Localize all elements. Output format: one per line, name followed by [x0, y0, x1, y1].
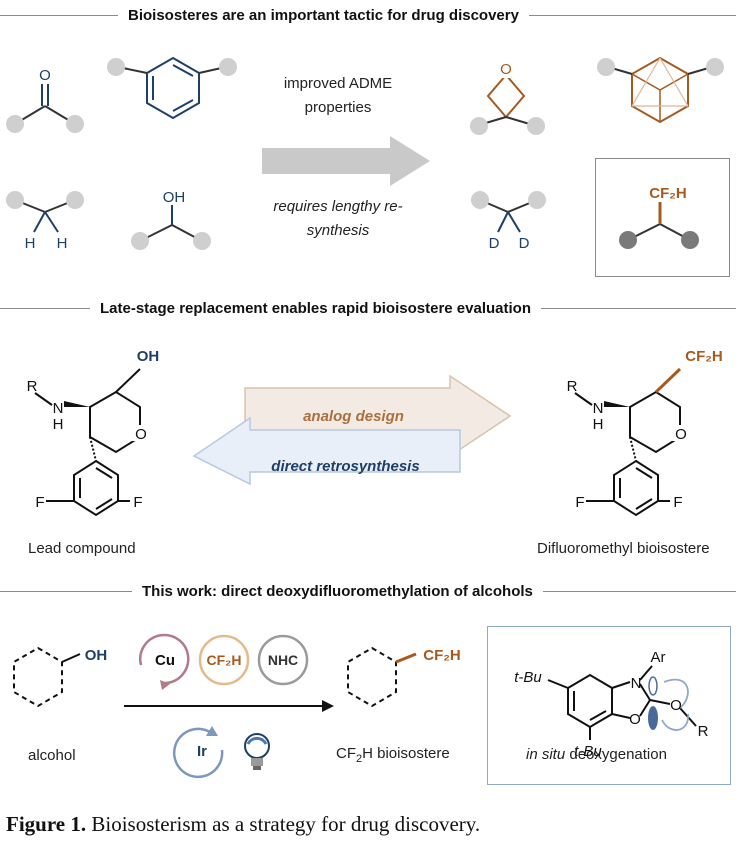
intermediate-oxygen-alkoxy: O: [670, 697, 682, 714]
product-caption: CF2H bioisostere: [336, 745, 450, 765]
copper-label: Cu: [155, 652, 175, 669]
figure-caption: Figure 1. Bioisosterism as a strategy fo…: [6, 812, 480, 837]
oxetane-structure: O: [470, 60, 545, 135]
rule-left-2: [0, 308, 90, 309]
deoxygenation-caption-rest: deoxygenation: [565, 746, 667, 763]
bioisostere-structure: CF₂H O N H R F F: [567, 348, 723, 517]
grey-arrow: [262, 136, 430, 186]
lead-compound-caption: Lead compound: [28, 540, 136, 557]
deoxygenation-box: [487, 626, 731, 785]
rule-left-3: [0, 591, 132, 592]
copper-catalyst: Cu: [139, 633, 190, 690]
cf2h-highlight-box: [595, 158, 730, 277]
lead-fluorine-right: F: [133, 494, 142, 511]
deuterium-right: D: [519, 235, 530, 252]
alcohol-structure: OH: [131, 189, 211, 250]
bioisostere-ring-oxygen: O: [675, 426, 687, 443]
product-caption-main: CF: [336, 745, 356, 762]
lead-fluorine-left: F: [35, 494, 44, 511]
lead-ring-oxygen: O: [135, 426, 147, 443]
reaction-arrow-head: [322, 700, 334, 712]
product-caption-tail: H bioisostere: [362, 745, 450, 762]
rule-right-3: [542, 591, 736, 592]
oxetane-oxygen: O: [500, 61, 512, 78]
methylene-structure: H H: [6, 191, 84, 252]
reverse-arrow-label: direct retrosynthesis: [271, 458, 420, 475]
cubane-structure: [597, 56, 724, 124]
bioisostere-nh-hydrogen: H: [593, 416, 604, 433]
bioisostere-r-group: R: [567, 378, 578, 395]
benzene-structure: [107, 56, 237, 120]
bioisostere-cf2h: CF₂H: [685, 348, 723, 365]
intermediate-aryl: Ar: [651, 649, 666, 666]
nhc-ligand: NHC: [257, 634, 309, 686]
cf2h-reagent-label: CF₂H: [207, 652, 242, 668]
section1-title: Bioisosteres are an important tactic for…: [0, 7, 742, 24]
section3-scheme: OH Cu CF₂H NHC Ir CF₂H: [13, 633, 709, 779]
carbonyl-oxygen: O: [39, 67, 51, 84]
deoxygenation-caption-italic: in situ: [526, 746, 566, 763]
hydrogen-right: H: [57, 235, 68, 252]
cyclohexanol-structure: OH: [13, 646, 108, 708]
deoxygenation-intermediate: N O O Ar R t-Bu t-Bu: [514, 649, 708, 760]
cf2h-reagent: CF₂H: [198, 634, 250, 686]
difluoromethyl-structure: CF₂H: [619, 185, 699, 249]
iridium-label: Ir: [197, 743, 207, 760]
bioisostere-fluorine-left: F: [575, 494, 584, 511]
section2-title-text: Late-stage replacement enables rapid bio…: [100, 300, 531, 317]
section2-title: Late-stage replacement enables rapid bio…: [0, 300, 742, 317]
alcohol-hydroxyl: OH: [85, 647, 108, 664]
arrow-top-label: improved ADME properties: [283, 75, 393, 116]
nhc-label: NHC: [268, 652, 298, 668]
section1-title-text: Bioisosteres are an important tactic for…: [128, 7, 519, 24]
intermediate-r-group: R: [698, 723, 709, 740]
deoxygenation-caption: in situ deoxygenation: [526, 746, 667, 763]
rule-right: [528, 15, 736, 16]
product-structure: CF₂H: [347, 646, 461, 708]
lead-nitrogen: N: [53, 400, 64, 417]
figure-caption-label: Figure 1.: [6, 812, 87, 836]
lead-r-group: R: [27, 378, 38, 395]
lead-hydroxyl: OH: [137, 348, 160, 365]
deuterated-structure: D D: [471, 191, 546, 252]
alcohol-caption: alcohol: [28, 747, 76, 764]
iridium-photocatalyst: Ir: [173, 726, 224, 779]
product-caption-sub: 2: [356, 753, 363, 765]
deuterium-left: D: [489, 235, 500, 252]
intermediate-nitrogen: N: [631, 675, 642, 692]
lead-nh-hydrogen: H: [53, 416, 64, 433]
cf2h-label: CF₂H: [649, 185, 687, 202]
product-cf2h: CF₂H: [423, 647, 461, 664]
tbu-bottom: t-Bu: [574, 743, 602, 760]
section1-structures: O H H OH O: [6, 56, 724, 252]
hydrogen-left: H: [25, 235, 36, 252]
section2-arrows: [192, 374, 512, 486]
rule-right-2: [540, 308, 736, 309]
section3-title: This work: direct deoxydifluoromethylati…: [0, 583, 742, 600]
figure-caption-text: Bioisosterism as a strategy for drug dis…: [86, 812, 481, 836]
hydroxyl-label: OH: [163, 189, 186, 206]
bioisostere-fluorine-right: F: [673, 494, 682, 511]
bioisostere-caption: Difluoromethyl bioisostere: [537, 540, 710, 557]
arrow-bottom-label: requires lengthy re-synthesis: [273, 198, 403, 239]
bioisostere-nitrogen: N: [593, 400, 604, 417]
intermediate-oxygen-ring: O: [629, 711, 641, 728]
carbonyl-structure: O: [6, 67, 84, 133]
section3-title-text: This work: direct deoxydifluoromethylati…: [142, 583, 533, 600]
rule-left: [0, 15, 118, 16]
light-bulb-icon: [244, 733, 270, 770]
lead-compound-structure: OH O N H R F F: [27, 348, 160, 517]
forward-arrow-label: analog design: [303, 408, 404, 425]
tbu-top: t-Bu: [514, 669, 542, 686]
